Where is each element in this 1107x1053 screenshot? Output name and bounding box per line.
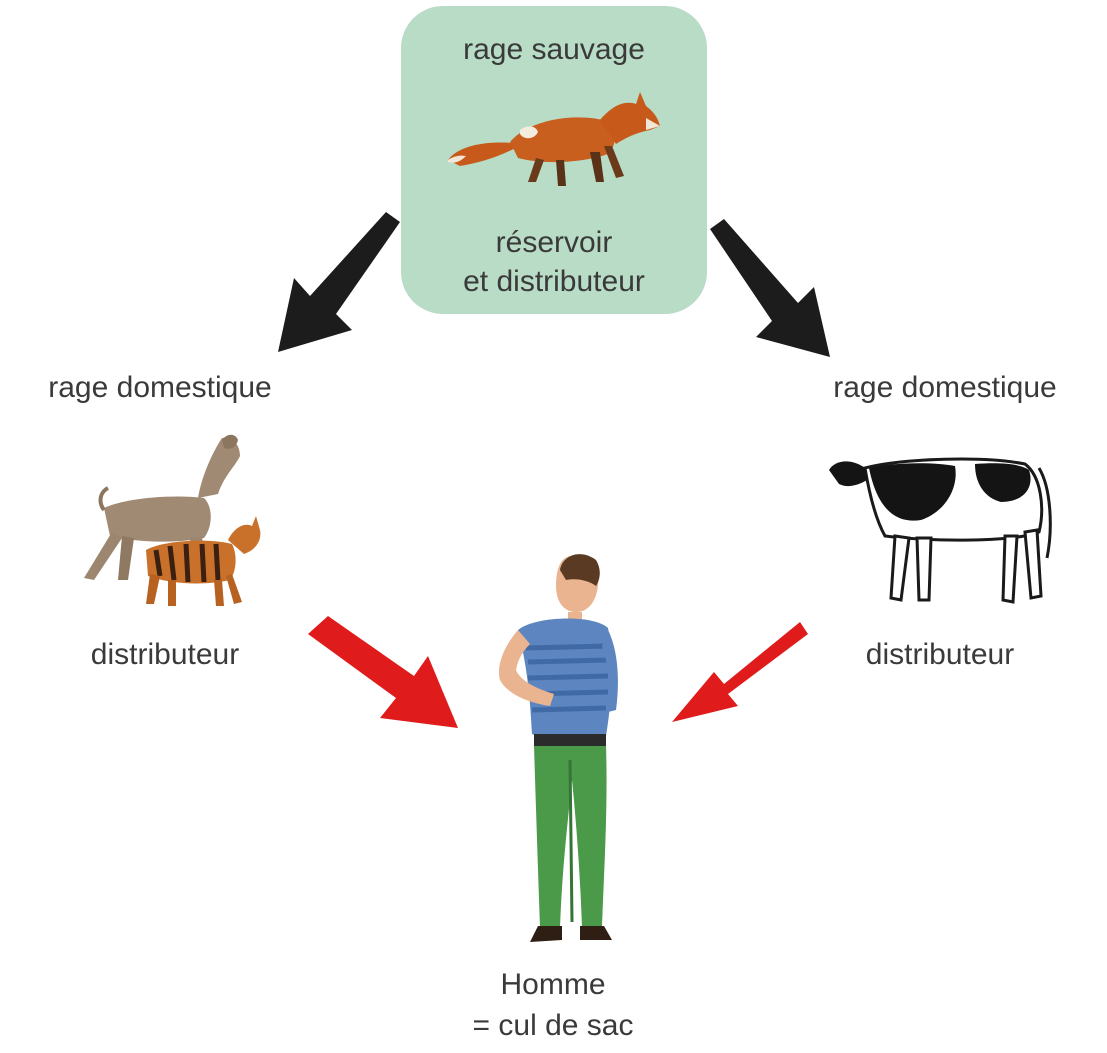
wild-rabies-title: rage sauvage xyxy=(463,33,645,66)
person-icon xyxy=(498,554,618,942)
wild-role-line1: réservoir xyxy=(495,226,613,259)
human-label-line1: Homme xyxy=(500,968,606,1001)
cow-icon xyxy=(829,457,1052,604)
right-domestic-title: rage domestique xyxy=(833,371,1057,404)
arrow-wild-to-right xyxy=(710,219,830,357)
human-label-line2: = cul de sac xyxy=(472,1009,634,1042)
arrow-right-to-human xyxy=(672,622,808,722)
left-role-label: distributeur xyxy=(90,638,240,671)
fox-icon xyxy=(448,92,660,186)
left-domestic-title: rage domestique xyxy=(48,371,272,404)
wild-role-line2: et distributeur xyxy=(463,265,645,298)
cat-icon xyxy=(146,516,261,606)
right-role-label: distributeur xyxy=(865,638,1015,671)
arrow-wild-to-left xyxy=(278,212,400,352)
arrow-left-to-human xyxy=(308,616,458,728)
